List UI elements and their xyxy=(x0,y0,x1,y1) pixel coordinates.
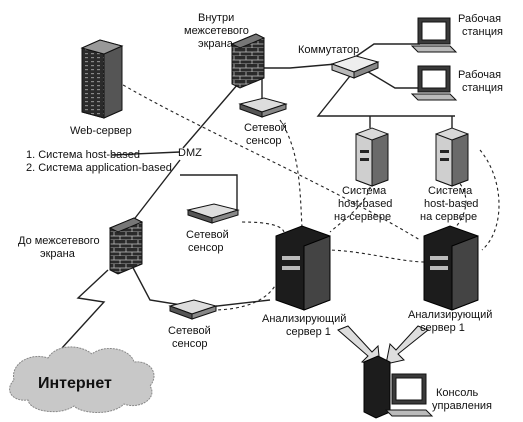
dmz-label: DMZ xyxy=(178,147,202,159)
sensor-mid-label-line2: сенсор xyxy=(188,242,224,254)
internet-cloud-icon xyxy=(9,346,155,413)
sensor-bottom-label-line1: Сетевой xyxy=(168,325,211,337)
outer-firewall-label-line2: экрана xyxy=(40,248,76,260)
web-server-label: Web-сервер xyxy=(70,125,132,137)
sensor-top-label-line1: Сетевой xyxy=(244,122,287,134)
arrows-to-console xyxy=(337,325,429,367)
host-based-system-label: 1. Система host-based xyxy=(26,149,140,161)
workstation-1-label-line1: Рабочая xyxy=(458,13,501,25)
host-server-2-icon xyxy=(435,127,469,187)
inner-firewall-label-line3: экрана xyxy=(198,38,234,50)
console-label-line1: Консоль xyxy=(436,387,479,399)
host-server-1-icon xyxy=(355,127,389,187)
host-based-2-label-line3: на сервере xyxy=(420,211,477,223)
labels: Рабочая станция Рабочая станция Коммутат… xyxy=(18,12,503,412)
host-based-1-label-line2: host-based xyxy=(338,198,392,210)
console-icon xyxy=(363,355,434,419)
workstation-2-icon xyxy=(410,65,458,101)
inner-firewall-icon xyxy=(230,33,266,89)
analyzer-2-label-line2: сервер 1 xyxy=(420,322,465,334)
host-based-2-label-line2: host-based xyxy=(424,198,478,210)
switch-icon xyxy=(330,55,380,79)
application-based-system-label: 2. Система application-based xyxy=(26,162,172,174)
web-server-icon xyxy=(80,39,124,119)
inner-firewall-label-line2: межсетевого xyxy=(184,25,249,37)
switch-label: Коммутатор xyxy=(298,44,359,56)
analyzer-server-1-icon xyxy=(275,225,331,311)
host-based-1-label-line1: Система xyxy=(342,185,387,197)
outer-firewall-label-line1: До межсетевого xyxy=(18,235,100,247)
outer-firewall-icon xyxy=(108,217,144,275)
analyzer-1-label-line2: сервер 1 xyxy=(286,326,331,338)
host-based-2-label-line1: Система xyxy=(428,185,473,197)
workstation-1-icon xyxy=(410,17,458,53)
sensor-top-icon xyxy=(238,97,288,118)
sensor-mid-icon xyxy=(186,203,240,224)
analyzer-2-label-line1: Анализирующий xyxy=(408,309,492,321)
sensor-top-label-line2: сенсор xyxy=(246,135,282,147)
workstation-2-label-line2: станция xyxy=(462,82,503,94)
analyzer-1-label-line1: Анализирующий xyxy=(262,313,346,325)
console-label-line2: управления xyxy=(432,400,492,412)
workstation-1-label-line2: станция xyxy=(462,26,503,38)
sensor-bottom-label-line2: сенсор xyxy=(172,338,208,350)
workstation-2-label-line1: Рабочая xyxy=(458,69,501,81)
analyzer-server-2-icon xyxy=(423,225,479,311)
inner-firewall-label-line1: Внутри xyxy=(198,12,234,24)
sensor-mid-label-line1: Сетевой xyxy=(186,229,229,241)
sensor-bottom-icon xyxy=(168,299,218,320)
host-based-1-label-line3: на сервере xyxy=(334,211,391,223)
internet-label: Интернет xyxy=(38,375,112,392)
